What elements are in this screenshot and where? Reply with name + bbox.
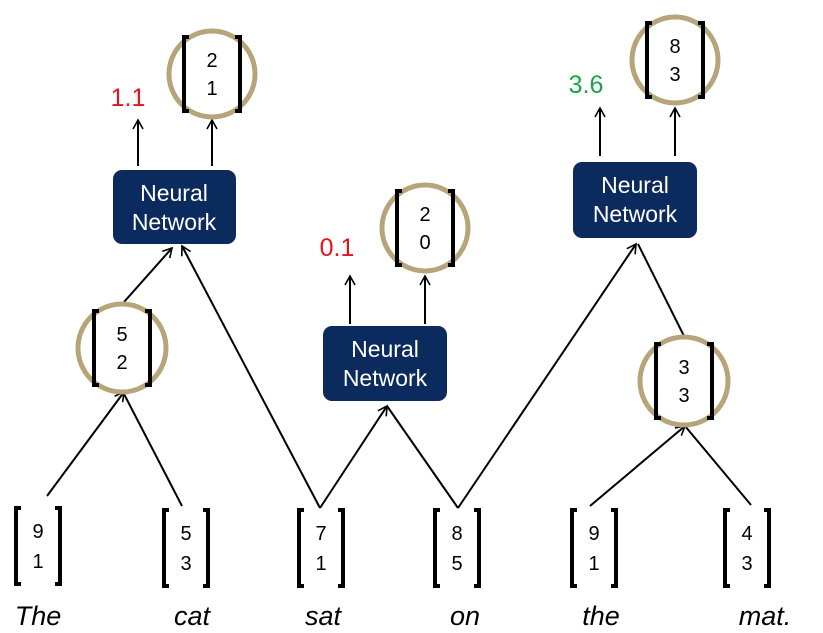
bracket-right <box>698 21 705 99</box>
edge-sat-to-nn2 <box>319 404 388 509</box>
bracket-left <box>182 35 189 113</box>
bracket-left <box>14 506 21 586</box>
bracket-left <box>395 189 402 267</box>
bracket-right <box>235 35 242 113</box>
bracket-left <box>654 342 661 420</box>
vector-value: 9 <box>588 523 599 545</box>
vector-circle <box>75 301 169 395</box>
vector-value: 5 <box>180 523 191 545</box>
merged-vector-the-cat: 5 2 <box>75 301 169 395</box>
vector-value: 2 <box>116 352 127 374</box>
vector-circle <box>629 14 721 106</box>
node-box <box>113 170 236 244</box>
vector-value: 1 <box>588 553 599 575</box>
word-sat: sat <box>305 601 343 631</box>
vector-value: 2 <box>206 50 217 72</box>
vector-value: 5 <box>451 553 462 575</box>
word-vector-the-2: 9 1 <box>570 508 618 588</box>
word-mat: mat. <box>739 601 792 631</box>
vector-value: 1 <box>315 553 326 575</box>
bracket-right <box>707 342 714 420</box>
vector-circle <box>166 28 258 120</box>
edges <box>46 106 752 509</box>
vector-value: 7 <box>315 523 326 545</box>
vector-value: 9 <box>32 521 43 543</box>
bracket-right <box>448 189 455 267</box>
vector-value: 4 <box>741 523 752 545</box>
merged-vector-the-mat: 3 3 <box>637 334 731 428</box>
bracket-left <box>433 508 440 588</box>
nn1-score: 1.1 <box>111 84 146 112</box>
vector-value: 3 <box>669 64 680 86</box>
edge-mat-to-merge2 <box>684 425 752 506</box>
node-label-line2: Network <box>343 365 428 391</box>
edge-the2-to-merge2 <box>589 424 687 507</box>
bracket-right <box>145 309 152 387</box>
nn3-output-vector: 8 3 <box>629 14 721 106</box>
bracket-left <box>162 508 169 588</box>
bracket-right <box>611 508 618 588</box>
bracket-left <box>297 508 304 588</box>
bracket-left <box>92 309 99 387</box>
node-label-line2: Network <box>132 209 217 235</box>
word-vector-sat: 7 1 <box>297 508 345 588</box>
vector-circle <box>379 182 471 274</box>
edge-cat-to-merge <box>123 393 183 507</box>
edge-the-to-merge <box>46 390 125 497</box>
vector-value: 2 <box>419 204 430 226</box>
nn3-score: 3.6 <box>569 71 604 99</box>
nn1-output-vector: 2 1 <box>166 28 258 120</box>
bracket-left <box>645 21 652 99</box>
vector-value: 3 <box>678 357 689 379</box>
node-box <box>323 326 447 401</box>
word-vector-cat: 5 3 <box>162 508 210 588</box>
word-the-2: the <box>582 601 620 631</box>
nn2-output-vector: 2 0 <box>379 182 471 274</box>
word-vector-on: 8 5 <box>433 508 481 588</box>
node-label-line2: Network <box>593 201 678 227</box>
vector-circle <box>637 334 731 428</box>
vector-value: 1 <box>206 78 217 100</box>
vector-value: 8 <box>451 523 462 545</box>
vector-value: 8 <box>669 36 680 58</box>
bracket-left <box>570 508 577 588</box>
node-label-line1: Neural <box>351 336 419 362</box>
bracket-right <box>764 508 771 588</box>
neural-network-node-1: Neural Network <box>113 170 236 244</box>
nn2-score: 0.1 <box>320 234 355 262</box>
vector-value: 3 <box>678 385 689 407</box>
word-vector-the: 9 1 <box>14 506 62 586</box>
neural-network-node-2: Neural Network <box>323 326 447 401</box>
vector-value: 5 <box>116 324 127 346</box>
edge-sat-to-nn1 <box>180 244 321 509</box>
word-the: The <box>15 601 62 631</box>
edge-merge2-to-nn3 <box>637 243 685 337</box>
bracket-right <box>474 508 481 588</box>
bracket-left <box>723 508 730 588</box>
vector-value: 3 <box>741 553 752 575</box>
bracket-right <box>55 506 62 586</box>
word-vector-mat: 4 3 <box>723 508 771 588</box>
node-label-line1: Neural <box>601 172 669 198</box>
bracket-right <box>203 508 210 588</box>
vector-value: 1 <box>32 551 43 573</box>
node-label-line1: Neural <box>140 180 208 206</box>
vector-value: 3 <box>180 553 191 575</box>
neural-network-node-3: Neural Network <box>573 162 697 238</box>
edge-merge-to-nn1 <box>123 246 174 303</box>
node-box <box>573 162 697 238</box>
edge-on-to-nn3 <box>457 242 637 509</box>
vector-value: 0 <box>419 232 430 254</box>
bracket-right <box>338 508 345 588</box>
edge-on-to-nn2 <box>386 405 459 509</box>
word-cat: cat <box>174 601 212 631</box>
word-on: on <box>450 601 480 631</box>
